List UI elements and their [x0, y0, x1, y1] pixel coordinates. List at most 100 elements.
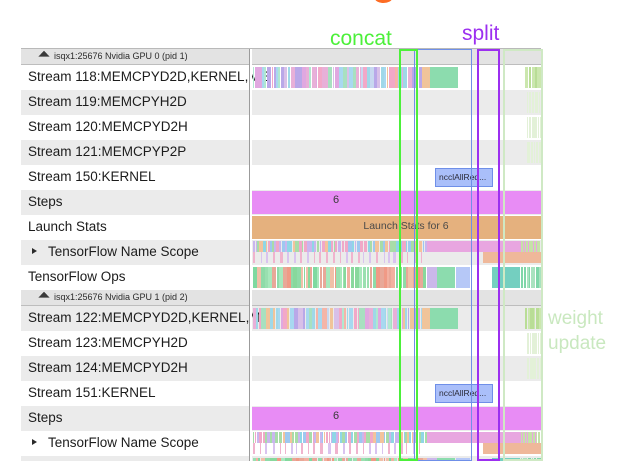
trace-segment[interactable] — [359, 267, 363, 288]
trace-segment[interactable] — [379, 241, 383, 252]
trace-segment[interactable] — [290, 443, 293, 454]
trace-segment[interactable] — [405, 241, 408, 252]
trace-segment[interactable] — [318, 308, 323, 329]
trace-segment[interactable] — [390, 308, 393, 329]
trace-segment[interactable] — [420, 252, 422, 263]
trace-segment[interactable] — [316, 241, 320, 252]
trace-segment[interactable] — [307, 241, 310, 252]
trace-segment[interactable] — [294, 252, 296, 263]
trace-segment[interactable] — [344, 241, 348, 252]
trace-segment[interactable] — [300, 267, 304, 288]
trace-segment[interactable] — [315, 458, 318, 461]
trace-segment[interactable] — [383, 241, 385, 252]
trace-segment[interactable] — [310, 267, 313, 288]
trace-segment[interactable] — [391, 67, 396, 88]
trace-row-track[interactable] — [251, 431, 541, 456]
trace-segment[interactable] — [353, 308, 358, 329]
trace-segment[interactable] — [402, 241, 406, 252]
trace-segment[interactable] — [400, 267, 403, 288]
trace-segment[interactable] — [267, 432, 270, 443]
trace-segment[interactable] — [335, 443, 338, 454]
trace-segment[interactable] — [383, 67, 387, 88]
trace-segment[interactable] — [523, 267, 527, 288]
trace-segment[interactable] — [437, 267, 455, 288]
trace-segment[interactable] — [320, 443, 323, 454]
trace-segment[interactable] — [400, 432, 404, 443]
trace-segment[interactable] — [354, 241, 357, 252]
trace-segment[interactable] — [313, 252, 315, 263]
trace-segment[interactable] — [258, 432, 263, 443]
trace-segment[interactable] — [535, 308, 539, 329]
trace-segment[interactable] — [395, 267, 399, 288]
trace-segment[interactable] — [403, 432, 405, 443]
trace-segment[interactable] — [334, 67, 339, 88]
trace-segment[interactable] — [343, 67, 347, 88]
trace-segment[interactable] — [376, 267, 380, 288]
trace-row-track[interactable]: Launch Stats for 6 — [251, 215, 541, 240]
trace-segment[interactable] — [256, 308, 258, 329]
trace-segment[interactable] — [362, 67, 367, 88]
trace-segment[interactable] — [326, 308, 330, 329]
trace-segment[interactable] — [372, 432, 377, 443]
trace-segment[interactable] — [272, 67, 274, 88]
trace-segment[interactable] — [370, 67, 373, 88]
trace-row[interactable]: Stream 122:MEMCPYD2D,KERNEL,MI — [21, 306, 541, 331]
trace-segment[interactable] — [253, 443, 255, 454]
trace-row[interactable]: Stream 118:MEMCPYD2D,KERNEL,ME — [21, 65, 541, 90]
trace-row[interactable]: Stream 121:MEMCPYP2P — [21, 140, 541, 165]
trace-segment[interactable] — [327, 67, 333, 88]
trace-segment[interactable] — [420, 267, 424, 288]
trace-segment[interactable] — [309, 67, 312, 88]
trace-segment[interactable] — [303, 241, 307, 252]
trace-segment[interactable] — [407, 241, 411, 252]
trace-segment[interactable] — [321, 241, 325, 252]
trace-segment[interactable] — [427, 432, 537, 443]
trace-segment[interactable] — [302, 67, 306, 88]
trace-segment[interactable] — [253, 432, 255, 443]
trace-segment[interactable] — [381, 308, 383, 329]
nccl-allreduce-event[interactable]: ncclAllRed... — [435, 384, 493, 403]
trace-segment[interactable] — [386, 67, 389, 88]
trace-segment[interactable] — [263, 241, 266, 252]
trace-segment[interactable] — [303, 458, 307, 461]
trace-segment[interactable] — [400, 443, 403, 454]
trace-segment[interactable] — [289, 308, 295, 329]
trace-segment[interactable] — [312, 432, 314, 443]
trace-segment[interactable] — [539, 333, 541, 354]
trace-segment[interactable] — [537, 432, 541, 443]
trace-segment[interactable] — [383, 252, 385, 263]
trace-segment[interactable] — [328, 432, 331, 443]
trace-segment[interactable] — [362, 267, 367, 288]
trace-segment[interactable] — [424, 432, 428, 443]
trace-segment[interactable] — [276, 241, 279, 252]
trace-segment[interactable] — [306, 308, 309, 329]
trace-segment[interactable] — [396, 432, 400, 443]
trace-segment[interactable] — [356, 241, 360, 252]
trace-segment[interactable] — [354, 267, 360, 288]
trace-segment[interactable] — [253, 67, 255, 88]
trace-row[interactable]: Stream 119:MEMCPYH2D — [21, 90, 541, 115]
trace-segment[interactable] — [418, 67, 423, 88]
trace-segment[interactable] — [309, 308, 313, 329]
trace-segment[interactable] — [327, 458, 329, 461]
trace-segment[interactable] — [353, 432, 357, 443]
trace-segment[interactable] — [418, 458, 423, 461]
trace-segment[interactable] — [369, 241, 373, 252]
trace-segment[interactable] — [299, 252, 302, 263]
trace-segment[interactable] — [523, 432, 525, 443]
trace-segment[interactable] — [394, 458, 398, 461]
trace-segment[interactable] — [274, 241, 277, 252]
trace-segment[interactable] — [291, 267, 293, 288]
trace-segment[interactable] — [312, 308, 316, 329]
trace-row-track[interactable] — [251, 331, 541, 356]
trace-segment[interactable] — [368, 308, 373, 329]
trace-segment[interactable] — [272, 443, 275, 454]
launch-stats-bar[interactable] — [251, 216, 541, 239]
trace-segment[interactable] — [317, 267, 320, 288]
trace-segment[interactable] — [535, 267, 539, 288]
trace-segment[interactable] — [299, 458, 304, 461]
nccl-allreduce-event[interactable]: ncclAllRed... — [435, 168, 493, 187]
trace-segment[interactable] — [296, 443, 298, 454]
